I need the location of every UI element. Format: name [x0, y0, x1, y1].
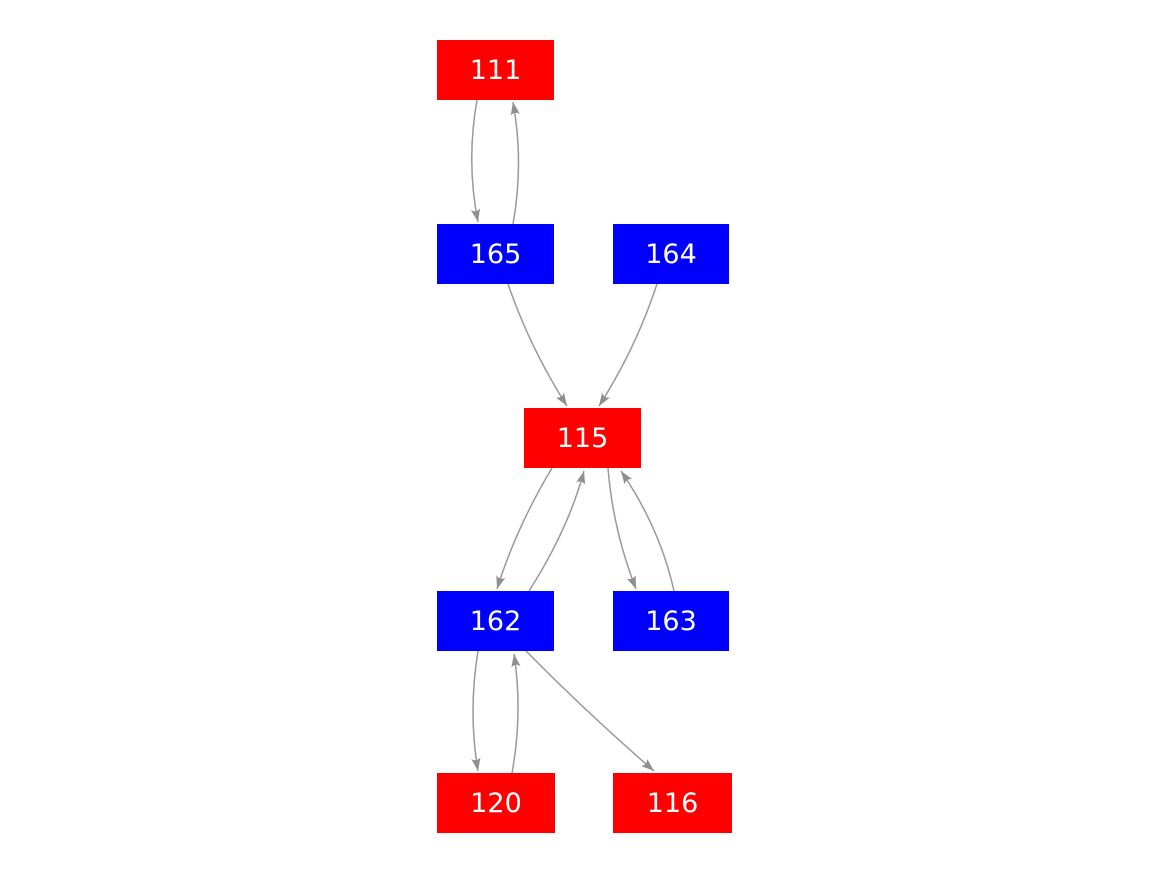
edge-162-to-116 — [525, 650, 655, 772]
edge-group — [470, 99, 675, 774]
graph-node-162: 162 — [437, 591, 554, 651]
node-label-115: 115 — [556, 422, 609, 454]
edge-115-to-162 — [496, 467, 553, 590]
edge-162-to-120 — [471, 650, 481, 772]
edge-165-to-111 — [510, 101, 520, 225]
graph-node-165: 165 — [437, 224, 554, 284]
graph-node-116: 116 — [613, 773, 732, 833]
edge-163-to-115 — [620, 470, 675, 592]
edge-162-to-115 — [528, 470, 586, 592]
node-label-163: 163 — [645, 605, 697, 637]
edge-111-to-165 — [470, 99, 481, 223]
edge-120-to-162 — [511, 653, 521, 774]
graph-node-115: 115 — [524, 408, 641, 468]
node-label-165: 165 — [469, 238, 522, 270]
graph-node-111: 111 — [437, 40, 554, 100]
node-label-116: 116 — [646, 787, 699, 819]
edge-164-to-115 — [598, 283, 658, 407]
edge-115-to-163 — [607, 467, 637, 590]
graph-node-164: 164 — [613, 224, 729, 284]
node-label-111: 111 — [469, 54, 522, 86]
graph-node-120: 120 — [437, 773, 555, 833]
edge-165-to-115 — [507, 283, 568, 407]
node-label-120: 120 — [470, 787, 522, 819]
node-label-162: 162 — [469, 605, 522, 637]
graph-node-163: 163 — [613, 591, 729, 651]
node-label-164: 164 — [645, 238, 697, 270]
